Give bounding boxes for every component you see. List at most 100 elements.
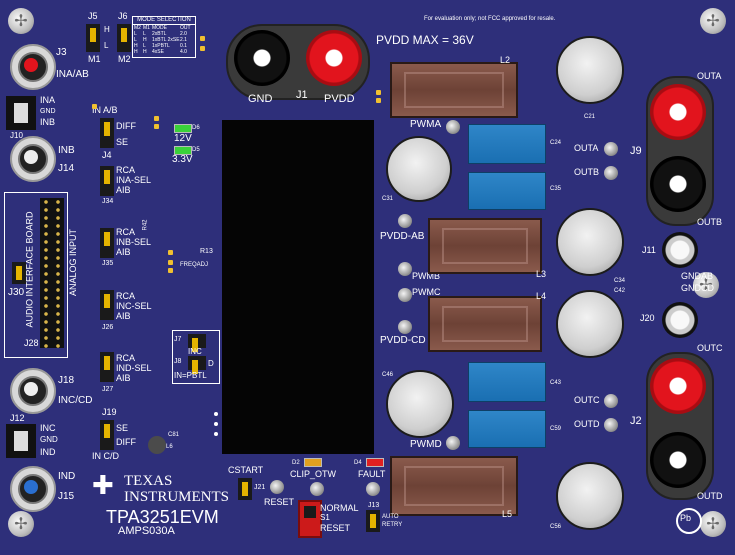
ind-sel-label: IND-SEL <box>116 363 152 373</box>
auto-retry-label-1: AUTO <box>382 514 399 520</box>
header-j26[interactable] <box>100 290 114 320</box>
j9-label: J9 <box>630 145 642 157</box>
d6-label: D6 <box>192 125 200 131</box>
ti-logo-icon: ✚ <box>92 470 114 500</box>
header-j4[interactable] <box>100 118 114 148</box>
pvdd-post[interactable] <box>306 30 362 86</box>
component-pad <box>376 98 381 103</box>
ind-pin-label: IND <box>40 447 56 457</box>
j14-label: J14 <box>58 163 75 174</box>
pwma-test-point[interactable] <box>446 120 460 134</box>
outd-post[interactable] <box>650 432 706 488</box>
connector-j28[interactable] <box>40 198 64 348</box>
inb-label: INB <box>58 145 75 156</box>
pvdd-max-label: PVDD MAX = 36V <box>376 33 474 47</box>
fault-test-point[interactable] <box>366 482 380 496</box>
ind-label: IND <box>58 471 76 482</box>
brand-line1: TEXAS <box>124 473 173 489</box>
connector-j10[interactable] <box>6 96 36 130</box>
aib-label-b: AIB <box>116 247 131 257</box>
mode-table-cell: L <box>134 31 137 37</box>
capacitor-c43 <box>468 362 546 402</box>
header-j5[interactable] <box>86 24 100 52</box>
d5-label: D5 <box>192 147 200 153</box>
c59-label: C59 <box>550 426 562 432</box>
pwmc-test-point[interactable] <box>398 288 412 302</box>
outb-test-point[interactable] <box>604 166 618 180</box>
audio-interface-outline <box>4 192 68 358</box>
mode-table-cell: 2xBTL <box>152 31 167 37</box>
pwmd-label: PWMD <box>410 439 442 450</box>
gndab-post[interactable] <box>662 232 698 268</box>
board-name: TPA3251EVM <box>106 507 219 527</box>
connector-j12[interactable] <box>6 424 36 458</box>
gnd-post[interactable] <box>234 30 290 86</box>
header-j35[interactable] <box>100 228 114 258</box>
header-j30[interactable] <box>12 262 26 284</box>
rca-connector-j15[interactable] <box>10 466 56 512</box>
led-d5 <box>174 146 192 155</box>
outb-label: OUTB <box>697 217 723 227</box>
gndcd-post[interactable] <box>662 302 698 338</box>
capacitor-c21 <box>556 36 624 104</box>
v12-label: 12V <box>174 133 192 144</box>
capacitor-c59 <box>468 410 546 448</box>
outa-tp-label: OUTA <box>574 143 599 153</box>
reset-switch-s1[interactable] <box>298 500 322 538</box>
l6-label: L6 <box>166 444 173 450</box>
pwmb-test-point[interactable] <box>398 262 412 276</box>
mode-table-cell: OUT <box>180 25 191 31</box>
c31-label: C31 <box>382 196 394 202</box>
header-j34[interactable] <box>100 166 114 196</box>
h-label: H <box>104 25 110 34</box>
pwmd-test-point[interactable] <box>446 436 460 450</box>
gnd-pin-label-2: GND <box>40 435 58 444</box>
outd-test-point[interactable] <box>604 418 618 432</box>
outc-post[interactable] <box>650 358 706 414</box>
c81-label: C81 <box>168 432 180 438</box>
j18-label: J18 <box>58 375 75 386</box>
outa-test-point[interactable] <box>604 142 618 156</box>
pvdd-ab-test-point[interactable] <box>398 214 412 228</box>
j3-label: J3 <box>56 47 67 58</box>
header-j7[interactable] <box>188 334 206 352</box>
header-j21[interactable] <box>238 478 252 500</box>
diff-label-cd: DIFF <box>116 437 136 447</box>
gndab-label: GNDAB <box>681 271 714 281</box>
pad <box>214 412 218 416</box>
diff-label: DIFF <box>116 121 136 131</box>
rca-connector-j18[interactable] <box>10 368 56 414</box>
outb-tp-label: OUTB <box>574 167 600 177</box>
mounting-screw-icon <box>700 511 726 537</box>
mode-table-cell: 1xBTL 2xSE <box>152 37 180 43</box>
header-j27[interactable] <box>100 352 114 382</box>
pad <box>214 422 218 426</box>
rca-connector-j14[interactable] <box>10 136 56 182</box>
pvdd-cd-test-point[interactable] <box>398 320 412 334</box>
reset-tp-label: RESET <box>264 497 295 507</box>
outb-post[interactable] <box>650 156 706 212</box>
outc-test-point[interactable] <box>604 394 618 408</box>
header-j13[interactable] <box>366 510 380 532</box>
header-j8[interactable] <box>188 356 206 374</box>
header-j19[interactable] <box>100 420 114 450</box>
reset-test-point[interactable] <box>270 480 284 494</box>
inc-cd-label: INC/CD <box>58 395 93 406</box>
mode-table-cell: 2.0 <box>180 31 187 37</box>
outa-post[interactable] <box>650 84 706 140</box>
ina-pin-label: INA <box>40 95 56 105</box>
in-ab-label: IN A/B <box>92 105 118 115</box>
rca-connector-j3[interactable] <box>10 44 56 90</box>
j35-label: J35 <box>102 260 114 267</box>
pvdd-terminal-label: PVDD <box>324 93 355 105</box>
c56-label: C56 <box>550 524 562 530</box>
clip-otw-test-point[interactable] <box>310 482 324 496</box>
rca-label-b: RCA <box>116 227 136 237</box>
c34-label: C34 <box>614 278 626 284</box>
freqadj-label: FREQADJ <box>180 262 209 268</box>
m2-label: M2 <box>118 54 131 64</box>
header-j6[interactable] <box>117 24 131 52</box>
